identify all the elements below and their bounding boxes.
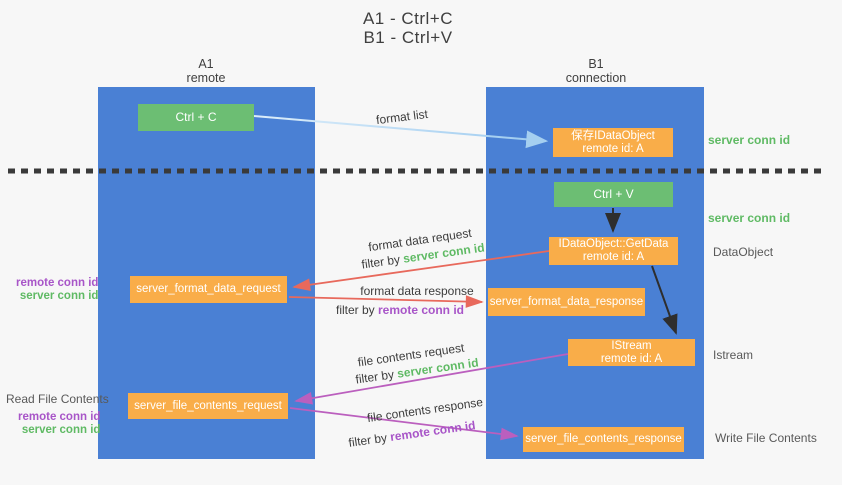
filter-by-remote-conn-id-label-1: filter by remote conn id	[336, 303, 464, 317]
arrow-format-data-request	[292, 250, 550, 291]
lane-header-a1-remote: A1 remote	[146, 57, 266, 85]
arrow-format-data-response	[288, 295, 484, 308]
conn-id-pair-format: remote conn id server conn id	[16, 277, 98, 303]
lane-left-subtitle: remote	[186, 71, 226, 85]
node-ctrl-c: Ctrl + C	[138, 104, 254, 131]
server-conn-id-label-1: server conn id	[19, 290, 99, 302]
node-server-file-contents-request: server_file_contents_request	[128, 393, 288, 419]
arrow-file-contents-request	[294, 353, 569, 405]
getdata-line2: remote id: A	[582, 251, 645, 263]
arrow-getdata-to-istream	[651, 265, 678, 335]
save-idataobject-line1: 保存IDataObject	[571, 129, 655, 142]
dataobject-label: DataObject	[713, 245, 774, 259]
server-file-contents-request-label: server_file_contents_request	[134, 399, 282, 412]
node-server-format-data-request: server_format_data_request	[130, 276, 287, 303]
node-istream: IStream remote id: A	[568, 339, 695, 366]
remote-conn-id-label-2: remote conn id	[18, 411, 101, 423]
read-file-contents-label: Read File Contents	[6, 392, 109, 406]
istream-line1: IStream	[611, 339, 652, 352]
arrow-file-contents-response	[289, 407, 519, 441]
filter-by-text: filter by	[335, 303, 378, 317]
node-ctrl-v: Ctrl + V	[554, 182, 673, 207]
lane-right-subtitle: connection	[565, 71, 627, 85]
istream-label: Istream	[713, 348, 754, 362]
remote-conn-id-text: remote conn id	[378, 303, 465, 317]
node-idataobject-getdata: IDataObject::GetData remote id: A	[549, 237, 678, 265]
node-save-idataobject: 保存IDataObject remote id: A	[553, 128, 673, 157]
title-line-ctrl-v: B1 - Ctrl+V	[363, 28, 453, 47]
node-server-file-contents-response: server_file_contents_response	[523, 427, 684, 452]
node-server-format-data-response: server_format_data_response	[488, 288, 645, 316]
write-file-contents-label: Write File Contents	[715, 431, 817, 445]
server-format-data-response-label: server_format_data_response	[489, 295, 644, 308]
arrow-format-list	[253, 115, 549, 149]
server-conn-id-label-2: server conn id	[21, 424, 101, 436]
title-line-ctrl-c: A1 - Ctrl+C	[362, 9, 454, 28]
server-format-data-request-label: server_format_data_request	[136, 283, 281, 295]
lane-right-name: B1	[588, 57, 604, 71]
istream-line2: remote id: A	[600, 352, 663, 365]
format-data-response-label: format data response	[360, 284, 474, 298]
ctrl-c-label: Ctrl + C	[175, 110, 217, 124]
ctrl-v-label: Ctrl + V	[593, 187, 634, 201]
server-conn-id-label-top: server conn id	[708, 133, 791, 147]
conn-id-pair-file: remote conn id server conn id	[18, 411, 100, 437]
getdata-line1: IDataObject::GetData	[558, 238, 669, 250]
server-file-contents-response-label: server_file_contents_response	[525, 433, 682, 445]
save-idataobject-line2: remote id: A	[582, 142, 644, 155]
lane-header-b1-connection: B1 connection	[536, 57, 656, 85]
remote-conn-id-label-1: remote conn id	[16, 277, 99, 289]
diagram-title: A1 - Ctrl+C B1 - Ctrl+V	[0, 9, 816, 47]
lane-left-name: A1	[198, 57, 214, 71]
server-conn-id-label-mid: server conn id	[708, 211, 791, 225]
